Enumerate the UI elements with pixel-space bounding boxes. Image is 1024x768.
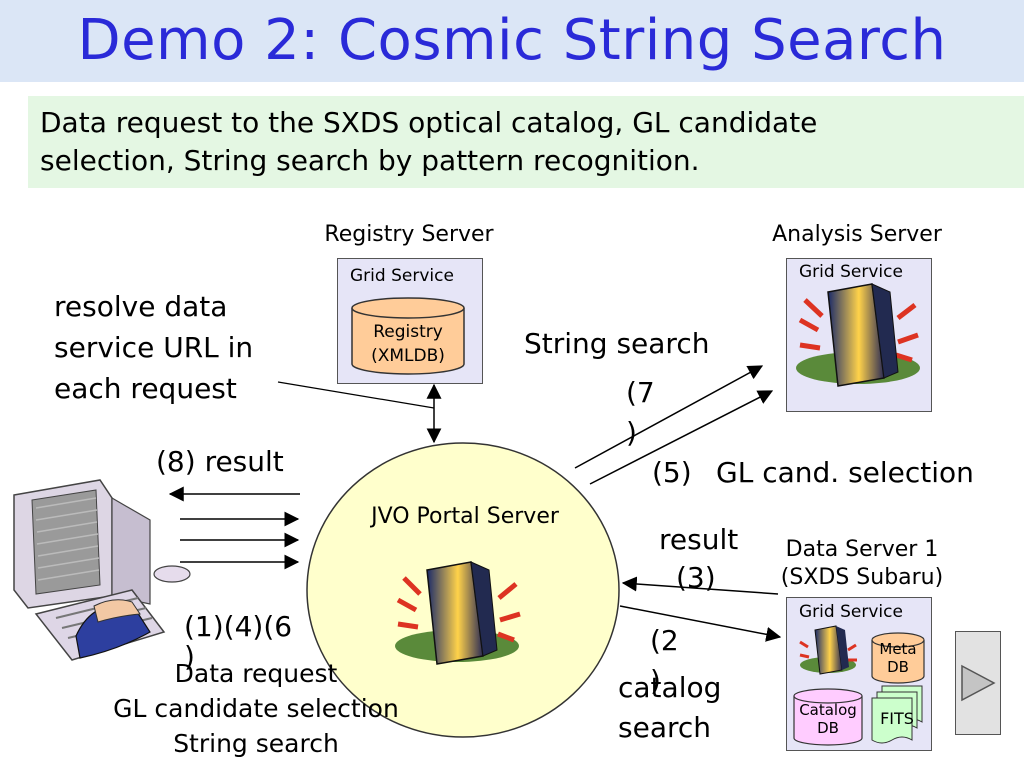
step-2-label-b: ): [650, 664, 661, 697]
data-grid-service-label: Grid Service: [799, 602, 903, 622]
string-search-arrow: [574, 365, 764, 469]
meta-db-line-2: DB: [887, 658, 909, 676]
data-server-label: Data Server 1 (SXDS Subaru): [752, 536, 972, 592]
step-2-label-a: (2: [650, 624, 679, 657]
portal-server-icon: [395, 561, 521, 665]
registry-db-icon: [351, 297, 465, 375]
analysis-server-icon: [796, 283, 920, 387]
fits-label: FITS: [880, 709, 914, 728]
result-label: result: [659, 523, 739, 556]
meta-db-icon: [871, 632, 925, 684]
resolve-line-1: resolve data: [54, 290, 228, 323]
resolve-pointer-line: [277, 381, 435, 409]
data-server-icon: [799, 625, 857, 675]
play-icon: [961, 664, 996, 702]
registry-db-line-1: Registry: [373, 322, 443, 342]
registry-db-label: Registry (XMLDB): [352, 320, 464, 368]
slide-title: Demo 2: Cosmic String Search: [77, 8, 947, 73]
catalog-search-line-1: catalog: [618, 671, 722, 704]
step-3-label: (3): [676, 561, 716, 594]
registry-server-label: Registry Server: [324, 222, 494, 247]
resolve-line-2: service URL in: [54, 331, 254, 364]
registry-grid-service-label: Grid Service: [350, 266, 454, 286]
slide-subtitle: Data request to the SXDS optical catalog…: [40, 104, 817, 180]
gl-candidate-selection-label: GL candidate selection: [113, 694, 399, 723]
catalog-db-line-2: DB: [817, 719, 839, 737]
catalog-search-label: catalog search: [618, 668, 721, 748]
gl-cand-selection-label: GL cand. selection: [716, 456, 974, 489]
analysis-grid-service-label: Grid Service: [799, 262, 903, 282]
data-server-label-line-2: (SXDS Subaru): [780, 565, 944, 590]
title-bar: [0, 0, 1024, 82]
string-search-label-2: String search: [173, 729, 339, 758]
meta-db-label: Meta DB: [872, 640, 924, 676]
subtitle-line-2: selection, String search by pattern reco…: [40, 144, 700, 177]
subtitle-line-1: Data request to the SXDS optical catalog…: [40, 106, 818, 139]
step-7-label-a: (7: [626, 376, 655, 409]
catalog-search-line-2: search: [618, 711, 712, 744]
catalog-db-label: Catalog DB: [790, 701, 866, 737]
catalog-db-icon: [793, 688, 863, 746]
user-computer-icon: [13, 479, 191, 661]
request-list: Data request GL candidate selection Stri…: [100, 656, 412, 761]
resolve-annotation: resolve data service URL in each request: [54, 286, 253, 409]
data-server-label-line-1: Data Server 1: [785, 537, 939, 562]
gl-selection-arrow: [589, 390, 774, 485]
registry-db-line-2: (XMLDB): [371, 346, 445, 366]
result-3-arrow: [621, 576, 779, 595]
analysis-server-label: Analysis Server: [772, 222, 942, 247]
meta-db-line-1: Meta: [879, 640, 917, 658]
step-5-label: (5): [652, 456, 692, 489]
result-8-label: (8) result: [156, 445, 284, 478]
fits-documents-icon: [871, 685, 923, 744]
catalog-db-line-1: Catalog: [799, 701, 857, 719]
resolve-line-3: each request: [54, 372, 237, 405]
portal-server-label: JVO Portal Server: [371, 504, 559, 529]
data-request-label: Data request: [174, 659, 338, 688]
subtitle-box: [28, 96, 1024, 188]
string-search-label: String search: [524, 327, 710, 360]
step-146-label-b: ): [184, 640, 195, 673]
step-146-label-a: (1)(4)(6: [184, 610, 293, 643]
catalog-search-arrow: [619, 605, 782, 642]
step-7-label-b: ): [626, 416, 637, 449]
